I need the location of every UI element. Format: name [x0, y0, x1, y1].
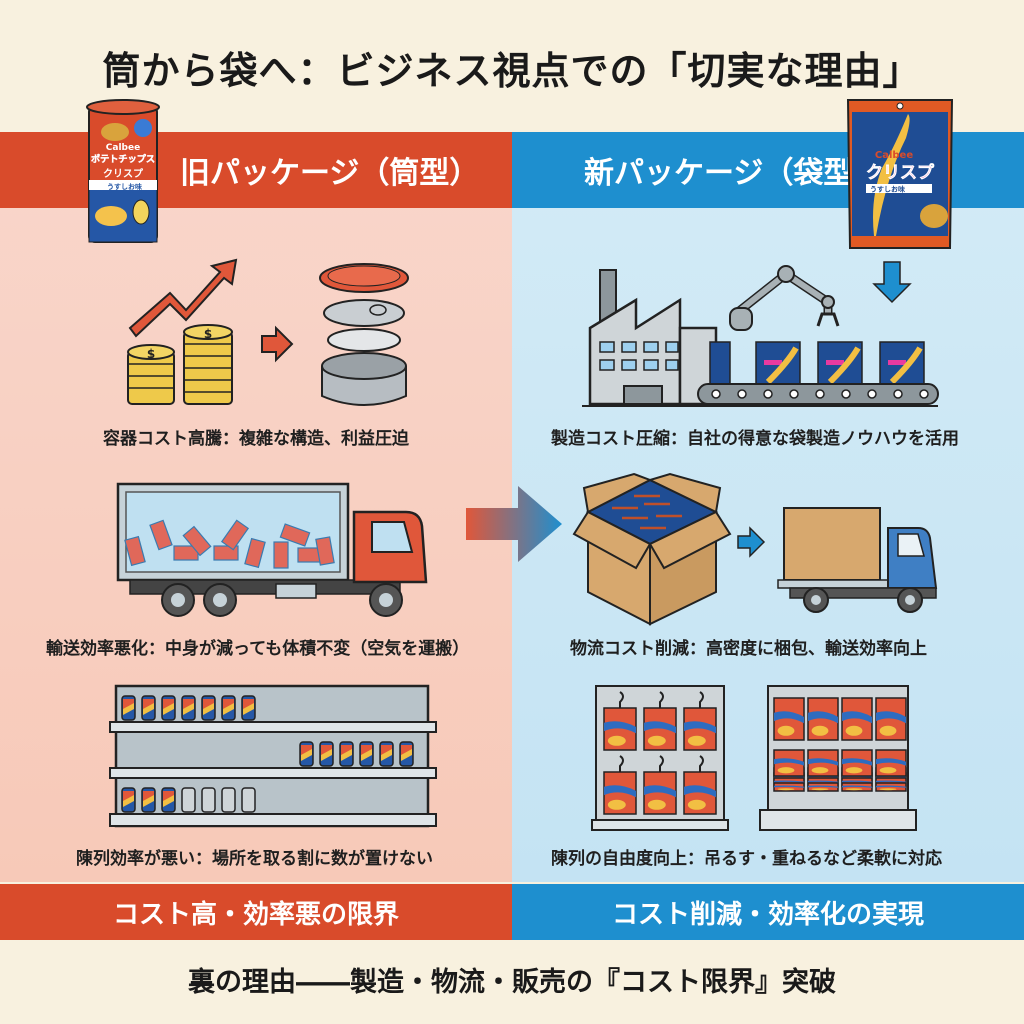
- display-bag: [841, 749, 873, 777]
- display-bag: [807, 697, 839, 741]
- shelf-can: [201, 787, 216, 813]
- transition-arrow-icon: [466, 486, 562, 562]
- old-item-caption-1: 容器コスト高騰：複雑な構造、利益圧迫: [103, 429, 409, 449]
- old-package-header-label: 旧パッケージ（筒型）: [180, 156, 480, 191]
- shelf-can: [141, 787, 156, 813]
- display-bag: [841, 697, 873, 741]
- shelf-can: [379, 741, 394, 767]
- new-item-caption-1: 製造コスト圧縮：自社の得意な袋製造ノウハウを活用: [551, 429, 959, 449]
- shelf-can: [221, 787, 236, 813]
- hook-icon: [619, 691, 624, 708]
- truck-icon: [116, 482, 428, 617]
- old-package-header: 旧パッケージ（筒型）: [0, 132, 512, 208]
- shelf-can: [161, 695, 176, 721]
- tube-can-product-image: Calbee ポテトチップス クリスプ うすしお味: [86, 99, 160, 243]
- svg-text:$: $: [204, 327, 212, 341]
- old-item-caption-2: 輸送効率悪化：中身が減っても体積不変（空気を運搬）: [46, 639, 470, 659]
- svg-text:$: $: [147, 347, 155, 361]
- hook-icon: [659, 691, 664, 708]
- display-bag: [807, 749, 839, 777]
- new-product-flavor: うすしお味: [870, 185, 905, 194]
- factory-icon: [582, 261, 939, 407]
- shelf-can: [121, 787, 136, 813]
- box-truck-icon: [572, 472, 938, 626]
- coin-stack-small: $: [127, 344, 175, 405]
- bag-row: [709, 341, 925, 385]
- conclusion: 裏の理由――製造・物流・販売の『コスト限界』突破: [188, 967, 836, 998]
- new-item-caption-2: 物流コスト削減：高密度に梱包、輸送効率向上: [570, 639, 927, 659]
- hook-icon: [699, 691, 704, 708]
- display-bag: [807, 782, 839, 792]
- display-bag: [773, 697, 805, 741]
- display-bag: [773, 782, 805, 792]
- shelf-can: [221, 695, 236, 721]
- shelf-can: [359, 741, 374, 767]
- display-rack-icon: [591, 685, 917, 831]
- new-product-name: クリスプ: [866, 162, 935, 183]
- old-product-name: クリスプ: [103, 167, 144, 180]
- display-bag: [643, 707, 677, 751]
- display-bag: [603, 707, 637, 751]
- hook-icon: [699, 755, 704, 772]
- shelf-icon: [109, 684, 437, 828]
- new-package-summary: コスト削減・効率化の実現: [512, 884, 1024, 940]
- shelf-can: [181, 695, 196, 721]
- shelf-can: [141, 695, 156, 721]
- new-item-caption-3: 陳列の自由度向上：吊るす・重ねるなど柔軟に対応: [551, 849, 942, 869]
- old-item-caption-3: 陳列効率が悪い：場所を取る割に数が置けない: [76, 849, 433, 869]
- shelf-can: [241, 787, 256, 813]
- shelf-can: [399, 741, 414, 767]
- page-title: 筒から袋へ：ビジネス視点での「切実な理由」: [102, 49, 922, 93]
- display-bag: [875, 749, 907, 777]
- shelf-can: [241, 695, 256, 721]
- shelf-can: [339, 741, 354, 767]
- shelf-can: [299, 741, 314, 767]
- old-product-brand: Calbee: [106, 143, 140, 153]
- old-package-summary: コスト高・効率悪の限界: [0, 884, 512, 940]
- display-bag: [603, 771, 637, 815]
- display-bag: [875, 782, 907, 792]
- new-package-header-label: 新パッケージ（袋型）: [584, 156, 884, 191]
- shelf-can: [181, 787, 196, 813]
- old-product-name-top: ポテトチップス: [91, 153, 155, 165]
- old-product-flavor: うすしお味: [107, 182, 142, 191]
- new-product-brand: Calbee: [875, 150, 913, 161]
- shelf-can: [121, 695, 136, 721]
- hook-icon: [659, 755, 664, 772]
- shelf-can: [319, 741, 334, 767]
- display-bag: [773, 749, 805, 777]
- rising-cost-icon: $ $: [127, 258, 294, 405]
- shelf-can: [161, 787, 176, 813]
- can-parts-icon: [319, 263, 409, 406]
- display-bag: [875, 697, 907, 741]
- display-bag: [683, 771, 717, 815]
- hook-icon: [619, 755, 624, 772]
- display-bag: [841, 782, 873, 792]
- display-bag: [683, 707, 717, 751]
- bag-product-image: Calbee クリスプ うすしお味: [846, 99, 954, 249]
- coin-stack-large: $: [183, 324, 233, 405]
- shelf-can: [201, 695, 216, 721]
- display-bag: [643, 771, 677, 815]
